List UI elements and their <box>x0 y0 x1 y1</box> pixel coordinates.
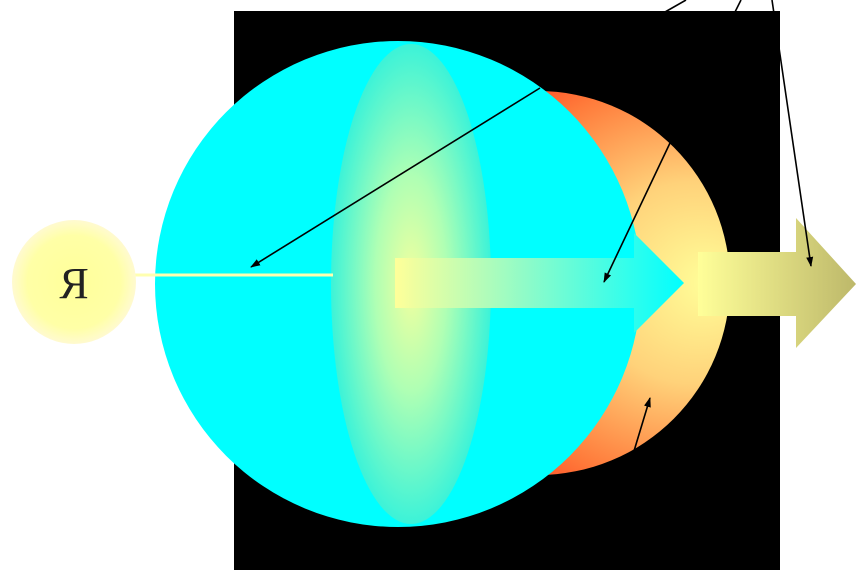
self-label: Я <box>59 259 88 308</box>
